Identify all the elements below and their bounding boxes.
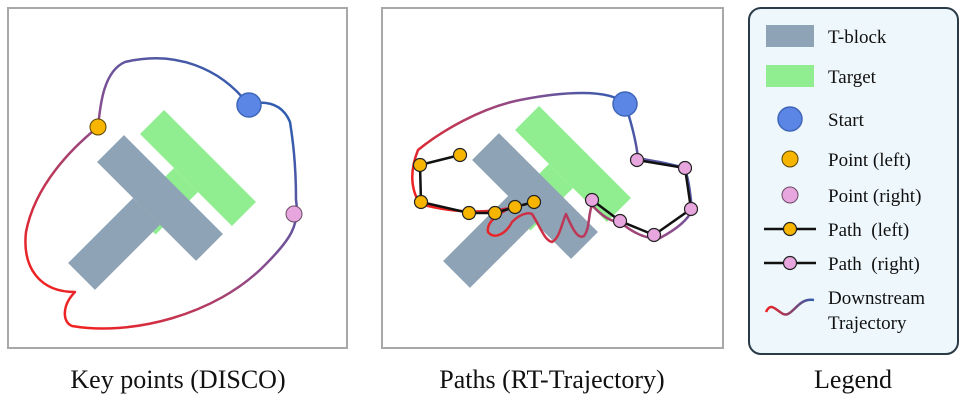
path-point-right [646,227,662,243]
path-point-right [677,160,693,176]
path-point-left [526,194,542,210]
caption-key-points: Key points (DISCO) [70,365,285,394]
legend-label-path-right: Path (right) [828,254,920,275]
downstream-trajectory-left [24,57,299,330]
tblock-shape-left [68,135,223,290]
start-point-middle [612,91,638,117]
path-point-left [413,194,429,210]
path-right-line-icon [764,255,816,271]
points-left-middle [412,147,542,221]
target-swatch-icon [766,65,814,87]
path-point-left [461,205,477,221]
legend-label-point-right: Point (right) [828,186,921,207]
legend-label-trajectory: Trajectory [828,313,907,334]
path-left-line-icon [764,221,816,237]
path-point-right [612,213,628,229]
path-point-right [584,192,600,208]
caption-legend: Legend [814,365,892,394]
key-point-left [89,118,107,136]
path-point-right [683,201,699,217]
caption-paths: Paths (RT-Trajectory) [439,365,664,394]
legend-frame [748,7,959,355]
path-point-right [629,152,645,168]
legend-label-path-left: Path (left) [828,220,909,241]
legend-label-tblock: T-block [828,27,887,48]
panel-paths [381,7,724,349]
legend-label-start: Start [828,110,865,131]
path-point-left [452,147,468,163]
point-left-circle-icon [781,150,799,168]
key-point-right [285,205,303,223]
path-point-left [412,157,428,173]
legend-label-target: Target [828,67,877,88]
start-circle-icon [777,106,803,132]
start-point-left [236,92,262,118]
panel-key-points [7,7,348,349]
points-right-middle [584,152,699,243]
legend-label-point-left: Point (left) [828,150,911,171]
trajectory-wave-icon [764,298,815,316]
tblock-swatch-icon [766,25,814,47]
path-point-left [507,199,523,215]
legend-label-downstream: Downstream [828,288,925,309]
path-point-left [487,205,503,221]
legend-panel: T-block Target Start Point (left) Point … [748,7,959,355]
point-right-circle-icon [781,186,799,204]
